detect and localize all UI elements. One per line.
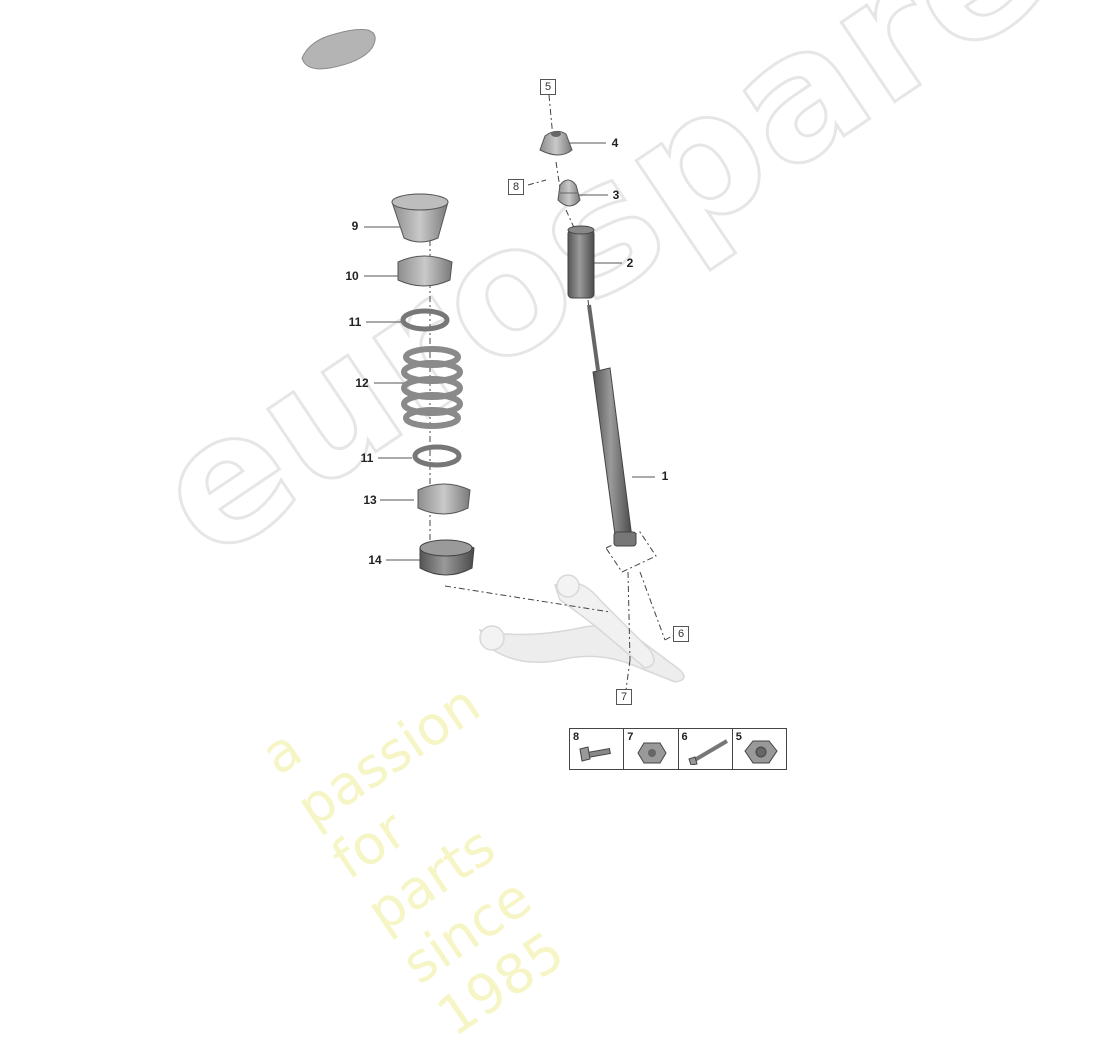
part-label-2: 2 [626,256,634,270]
spring-pad-upper [400,308,450,332]
spring-pad-lower [412,444,462,468]
part-label-14: 14 [368,553,382,567]
legend-cell-8: 8 [570,729,625,769]
exploded-diagram [301,29,685,691]
shock-absorber [587,304,637,547]
spring-support-upper [391,193,449,243]
leader-lines [364,142,655,561]
bump-stop [557,179,581,207]
part-label-4: 4 [611,136,619,150]
part-label-9: 9 [351,219,359,233]
spring-seat-lower [417,483,471,515]
nut-icon [637,742,667,764]
protective-sleeve [567,225,595,299]
part-label-13: 13 [363,493,377,507]
legend-cell-7: 7 [624,729,679,769]
part-label-11-upper: 11 [348,315,362,329]
boxed-ref-8: 8 [508,179,524,195]
part-label-10: 10 [345,269,359,283]
hex-nut-icon [744,740,778,764]
part-label-11-lower: 11 [360,451,374,465]
suspension-arm [478,574,685,683]
legend-num-5: 5 [735,731,742,743]
coil-spring [401,346,463,429]
spring-seat-upper [397,255,453,287]
legend-num-6: 6 [681,731,688,743]
boxed-ref-7: 7 [616,689,632,705]
legend-num-8: 8 [573,731,580,743]
part-label-12: 12 [355,376,369,390]
part-label-1: 1 [661,469,669,483]
long-bolt-icon [687,739,728,765]
boxed-ref-5: 5 [540,79,556,95]
legend-cell-6: 6 [679,729,733,769]
bolt-flange-icon [579,746,611,762]
top-mount [539,130,573,156]
spring-plate [419,539,475,576]
car-silhouette-icon [301,29,376,70]
assembly-lines [429,94,675,691]
boxed-ref-6: 6 [673,626,689,642]
fastener-legend: 8 7 6 5 [569,728,787,770]
legend-cell-5: 5 [733,729,786,769]
part-label-3: 3 [612,188,620,202]
legend-num-7: 7 [627,731,634,743]
